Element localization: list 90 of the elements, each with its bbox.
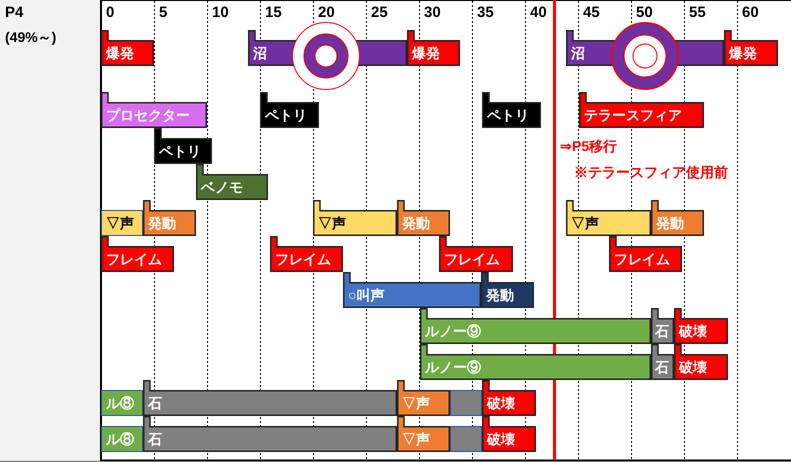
- ring-marker-icon: [292, 22, 360, 90]
- bar-label: 発動: [148, 214, 176, 232]
- timeline-bar: [101, 426, 143, 452]
- bar-label: 発動: [656, 214, 684, 232]
- bar-label: ル⑧: [106, 394, 134, 412]
- timeline-bar: [566, 200, 651, 236]
- bar-label: 石: [655, 322, 669, 340]
- axis-tick-label: 35: [477, 4, 494, 22]
- timeline-bar: [101, 210, 143, 236]
- timeline-bar: [270, 236, 343, 272]
- bar-label: 爆発: [106, 44, 134, 62]
- axis-tick-label: 25: [371, 4, 388, 22]
- bar-label: ○叫声: [348, 286, 384, 304]
- phase-title: P4: [5, 4, 24, 22]
- timeline-bar: [651, 200, 704, 236]
- timeline-bar: [397, 200, 450, 236]
- bar-label: ベノモ: [201, 178, 243, 196]
- bar-label: ▽声: [106, 214, 134, 232]
- timeline-bar: [397, 416, 450, 452]
- timeline-bar: [143, 416, 397, 452]
- axis-tick-label: 10: [212, 4, 229, 22]
- ring-marker-icon: [611, 22, 679, 90]
- note-text: ⇒P5移行: [560, 137, 618, 155]
- axis-tick-label: 20: [318, 4, 335, 22]
- timeline-bar: [260, 92, 319, 128]
- axis-tick-label: 45: [583, 4, 600, 22]
- timeline-bar: [143, 200, 196, 236]
- timeline-bar: [343, 272, 481, 308]
- bar-label: プロセクター: [106, 106, 190, 124]
- timeline-bar: [439, 236, 513, 272]
- bar-label: ペトリ: [265, 106, 307, 124]
- timeline-bar: [420, 308, 651, 344]
- header-panel: [0, 0, 102, 461]
- bar-label: 破壊: [679, 358, 707, 376]
- bar-label: 石: [148, 430, 162, 448]
- timeline-bar: [101, 390, 143, 416]
- bar-label: ▽声: [402, 394, 430, 412]
- timeline-bar: [450, 390, 482, 416]
- bar-label: フレイム: [444, 250, 500, 268]
- bar-label: フレイム: [275, 250, 331, 268]
- timeline-bar: [101, 236, 174, 272]
- timeline-bar: [196, 164, 268, 200]
- bar-label: フレイム: [614, 250, 670, 268]
- hp-range-label: (49%～): [5, 28, 56, 46]
- bar-label: フレイム: [106, 250, 162, 268]
- bar-label: 爆発: [729, 44, 757, 62]
- timeline-bar: [313, 200, 397, 236]
- bar-label: 発動: [486, 286, 514, 304]
- axis-tick-label: 60: [742, 4, 759, 22]
- bar-label: ペトリ: [159, 142, 201, 160]
- bar-label: ▽声: [318, 214, 346, 232]
- axis-tick-label: 55: [689, 4, 706, 22]
- bar-label: ルノー⑨: [425, 322, 481, 340]
- axis-tick-label: 5: [159, 4, 168, 22]
- timeline-bar: [450, 426, 482, 452]
- axis-tick-label: 0: [106, 4, 114, 22]
- bar-label: ▽声: [571, 214, 599, 232]
- timeline-bar: [420, 344, 651, 380]
- timeline-bar: [674, 344, 728, 380]
- bar-label: 破壊: [487, 430, 515, 448]
- bar-label: 沼: [571, 44, 585, 62]
- bar-label: ペトリ: [487, 106, 529, 124]
- bar-label: ルノー⑨: [425, 358, 481, 376]
- timeline-bar: [674, 308, 728, 344]
- timeline-bar: [101, 92, 207, 128]
- axis-tick-label: 40: [530, 4, 547, 22]
- bar-label: 破壊: [679, 322, 707, 340]
- bar-label: 石: [148, 394, 162, 412]
- bar-label: テラースフィア: [584, 106, 682, 124]
- note-text: ※テラースフィア使用前: [574, 163, 728, 181]
- timeline-bar: [482, 416, 536, 452]
- bar-label: ル⑧: [106, 430, 134, 448]
- axis-tick-label: 30: [424, 4, 441, 22]
- bar-label: 沼: [253, 44, 267, 62]
- axis-tick-label: 15: [265, 4, 282, 22]
- timeline-bar: [724, 30, 778, 66]
- timeline-bar: [609, 236, 682, 272]
- bar-label: 破壊: [487, 394, 515, 412]
- bar-label: 石: [655, 358, 669, 376]
- timeline-bar: [101, 30, 154, 66]
- bar-label: 発動: [402, 214, 430, 232]
- timeline-bar: [397, 380, 450, 416]
- bar-label: ▽声: [402, 430, 430, 448]
- timeline-bar: [482, 92, 541, 128]
- axis-tick-label: 50: [636, 4, 653, 22]
- timeline-bar: [143, 380, 397, 416]
- bar-label: 爆発: [412, 44, 440, 62]
- timeline-bar: [407, 30, 460, 66]
- timeline-bar: [579, 92, 704, 128]
- timeline-bar: [154, 128, 212, 164]
